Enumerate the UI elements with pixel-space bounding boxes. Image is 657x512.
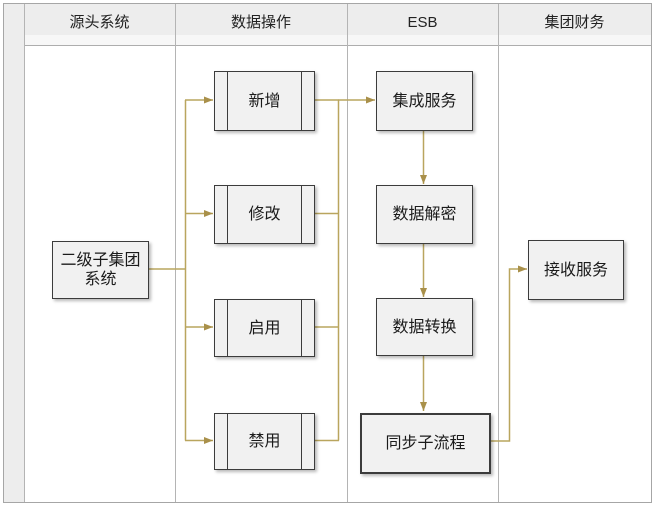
node-source-system: 二级子集团 系统: [52, 241, 149, 299]
node-label: 同步子流程: [385, 435, 466, 452]
lane-header-source-system: 源头系统: [69, 14, 130, 31]
pool-left-strip: [4, 4, 25, 502]
subprocess-side-bar: [301, 300, 302, 356]
lane-header-band: [4, 4, 651, 46]
node-receive-service: 接收服务: [528, 240, 624, 300]
node-enable: 启用: [214, 299, 315, 357]
node-label: 数据解密: [392, 206, 457, 223]
subprocess-side-bar: [227, 72, 228, 130]
node-label: 禁用: [248, 433, 281, 450]
lane-header-group-finance: 集团财务: [544, 14, 605, 31]
subprocess-side-bar: [301, 72, 302, 130]
node-label: 二级子集团 系统: [60, 252, 141, 288]
subprocess-side-bar: [301, 414, 302, 469]
lane-divider-2: [347, 4, 348, 502]
node-data-transform: 数据转换: [376, 298, 473, 356]
node-data-decrypt: 数据解密: [376, 185, 473, 244]
node-label: 数据转换: [392, 318, 457, 336]
node-sync-subflow: 同步子流程: [360, 413, 491, 474]
lane-header-data-operations: 数据操作: [230, 14, 291, 31]
node-modify: 修改: [214, 185, 315, 244]
node-label: 接收服务: [543, 261, 608, 279]
node-label: 新增: [248, 92, 281, 110]
subprocess-side-bar: [227, 300, 228, 356]
lane-header-esb: ESB: [407, 14, 438, 31]
node-integration-service: 集成服务: [376, 71, 473, 131]
subprocess-side-bar: [227, 186, 228, 243]
node-disable: 禁用: [214, 413, 315, 470]
lane-divider-3: [498, 4, 499, 502]
subprocess-side-bar: [301, 186, 302, 243]
node-label: 启用: [248, 319, 281, 337]
node-label: 集成服务: [392, 92, 457, 110]
node-label: 修改: [248, 206, 281, 223]
subprocess-side-bar: [227, 414, 228, 469]
lane-divider-1: [175, 4, 176, 502]
node-add: 新增: [214, 71, 315, 131]
